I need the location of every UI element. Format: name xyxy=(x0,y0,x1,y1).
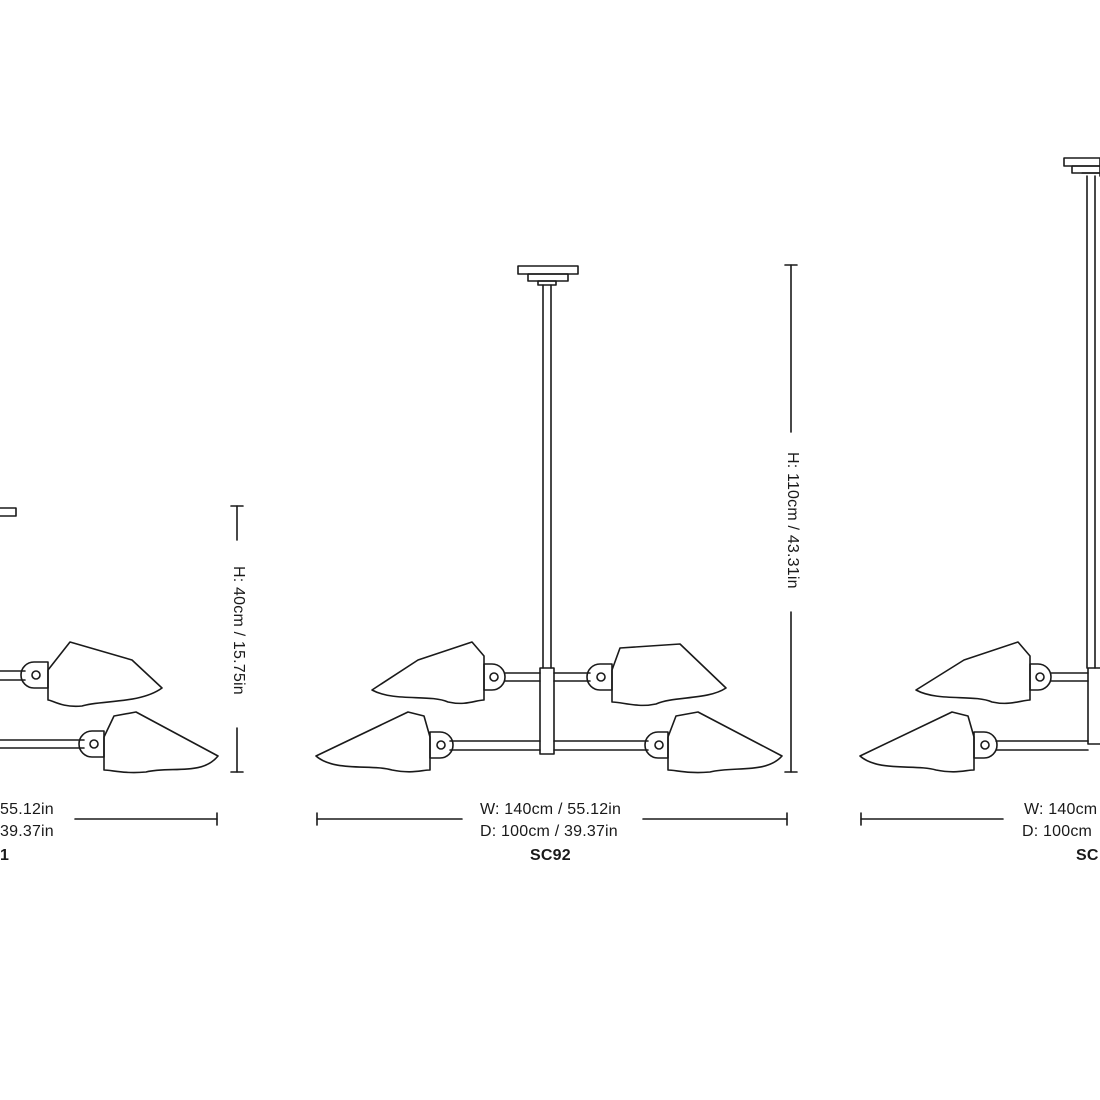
right-lower-joint xyxy=(973,731,998,759)
right-body xyxy=(1087,667,1100,745)
center-height-label: H: 110cm / 43.31in xyxy=(784,452,801,589)
left-canopy xyxy=(0,507,17,517)
right-model-code: SC xyxy=(1076,847,1099,864)
center-upper-left-shade xyxy=(371,641,485,705)
center-width-label: W: 140cm / 55.12in xyxy=(480,801,622,818)
left-depth-label: 39.37in xyxy=(0,823,54,840)
center-lower-right-shade xyxy=(667,711,783,774)
center-upper-right-joint xyxy=(586,663,613,691)
center-lower-left-joint xyxy=(429,731,454,759)
center-upper-right-shade xyxy=(611,643,727,707)
right-upper-joint xyxy=(1029,663,1052,691)
right-width-label: W: 140cm xyxy=(1024,801,1098,818)
center-canopy xyxy=(517,265,579,275)
right-lamp-drawing xyxy=(859,157,1100,826)
center-model-code: SC92 xyxy=(530,847,571,864)
center-lower-left-shade xyxy=(315,711,431,773)
right-depth-label: D: 100cm xyxy=(1022,823,1093,840)
center-body xyxy=(539,667,555,755)
left-height-label: H: 40cm / 15.75in xyxy=(230,566,247,695)
left-lower-joint xyxy=(78,730,105,758)
center-depth-label: D: 100cm / 39.37in xyxy=(480,823,618,840)
center-lower-right-joint xyxy=(644,731,669,759)
center-lamp-drawing xyxy=(315,264,798,826)
left-upper-shade xyxy=(47,641,163,708)
left-lamp-drawing xyxy=(0,505,244,826)
center-upper-left-joint xyxy=(483,663,506,691)
left-width-label: 55.12in xyxy=(0,801,54,818)
right-canopy xyxy=(1063,157,1100,167)
left-model-code: 1 xyxy=(0,847,10,864)
left-lower-shade xyxy=(103,711,219,774)
right-upper-shade xyxy=(915,641,1031,705)
left-upper-joint xyxy=(20,661,49,689)
right-lower-shade xyxy=(859,711,975,773)
